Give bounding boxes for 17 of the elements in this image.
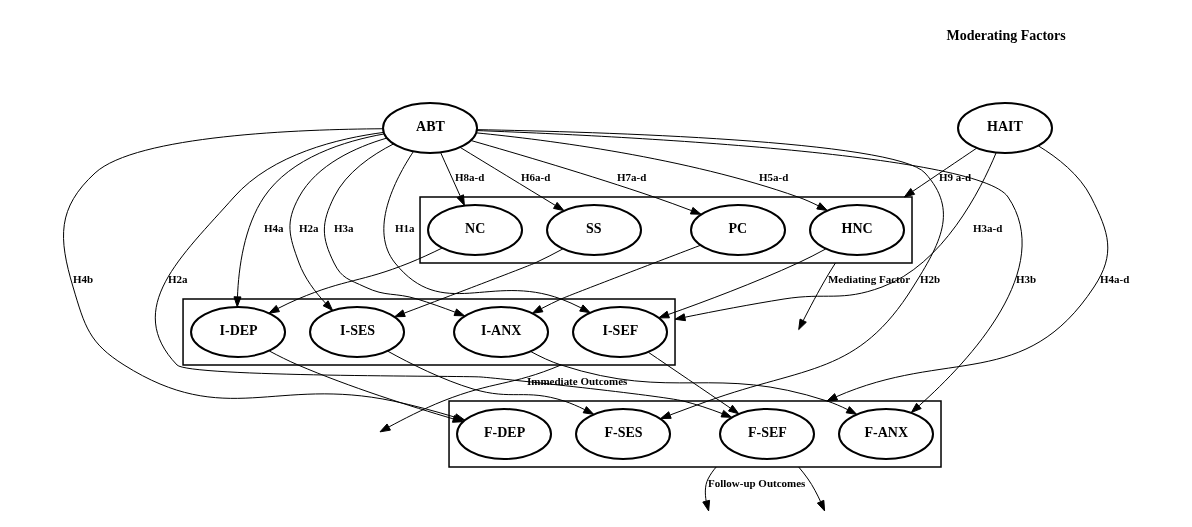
edge-label: H6a-d xyxy=(521,170,551,183)
edge-label: H4a-d xyxy=(1100,272,1130,285)
edge-label: H1a xyxy=(395,221,415,234)
edge-label: H2b xyxy=(920,272,941,285)
edge-label: H5a-d xyxy=(759,170,789,183)
edge-label: H8a-d xyxy=(455,170,485,183)
edge-label: Follow-up Outcomes xyxy=(708,476,806,489)
edge-label: H2a xyxy=(168,272,188,285)
edge-label: H3b xyxy=(1016,272,1037,285)
edge-label: H4b xyxy=(73,272,94,285)
edge-label: H3a xyxy=(334,221,354,234)
edge-label: H4a xyxy=(264,221,284,234)
edge-label: Immediate Outcomes xyxy=(527,374,628,387)
edge-label: H3a-d xyxy=(973,221,1003,234)
label: Moderating Factors xyxy=(946,27,1066,43)
edge-label: H7a-d xyxy=(617,170,647,183)
edge-label: H2a xyxy=(299,221,319,234)
